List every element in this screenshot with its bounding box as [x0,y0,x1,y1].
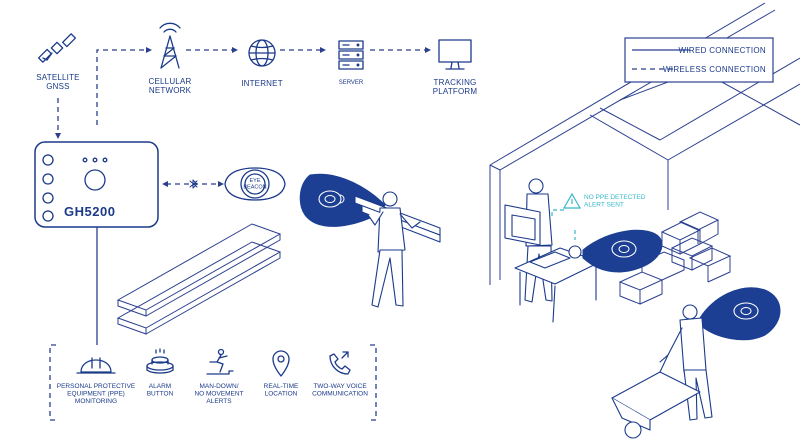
text-line: PLATFORM [433,87,478,96]
man-down-icon [206,348,234,375]
text-line: REAL-TIME [264,383,299,390]
planks [116,223,282,335]
text-line: NETWORK [149,86,192,95]
work-table [514,245,601,323]
text-line: BEACON [243,184,266,190]
box-stack [618,211,732,305]
legend-wireless: WIRELESS CONNECTION [663,65,766,74]
text-line: GNSS [46,82,69,91]
worker-wheelbarrow [611,304,713,439]
alarm-button-icon [146,348,174,374]
bluetooth-link [162,179,224,189]
text-line: LOCATION [265,390,298,397]
device-label: GH5200 [64,204,115,219]
worker-carrying-beam [299,173,441,308]
monitor-icon [438,39,472,70]
text-line: NO PPE DETECTED [584,194,646,201]
text-line: EYE [249,178,260,184]
detection-cone-wheelbarrow [699,287,781,341]
text-line: TWO-WAY VOICE [313,383,367,390]
legend-wired: WIRED CONNECTION [679,46,766,55]
text-line: MONITORING [75,398,117,405]
text-line: INTERNET [241,79,283,88]
text-line: ALARM [149,383,171,390]
text-line: EQUIPMENT (PPE) [67,390,125,397]
text-line: MAN-DOWN/ [200,383,239,390]
globe-icon [248,39,276,67]
bluetooth-icon [189,179,198,189]
worker-reading-plan [504,178,553,303]
text-line: BUTTON [147,390,174,397]
text-line: COMMUNICATION [312,390,368,397]
text-line: ALERT SENT [584,201,624,208]
text-line: SATELLITE [36,73,79,82]
phone-icon [329,351,351,375]
features-bracket [49,344,377,421]
cell-tower-icon [159,22,181,69]
text-line: PERSONAL PROTECTIVE [57,383,136,390]
gh5200-device: GH5200 [34,141,159,228]
server-icon [338,40,364,70]
detection-cone-table [582,229,663,273]
text-line: ALERTS [206,398,232,405]
hard-hat-icon [76,357,116,374]
text-line: TRACKING [434,78,477,87]
wireless-links [55,47,431,139]
satellite-icon [37,33,77,63]
server-label: SERVER [339,80,364,86]
text-line: CELLULAR [149,77,192,86]
internet-label: INTERNET [241,79,283,88]
legend: WIRED CONNECTION WIRELESS CONNECTION [624,37,774,83]
location-pin-icon [272,350,290,377]
text-line: SERVER [339,80,364,86]
text-line: NO MOVEMENT [194,390,243,397]
